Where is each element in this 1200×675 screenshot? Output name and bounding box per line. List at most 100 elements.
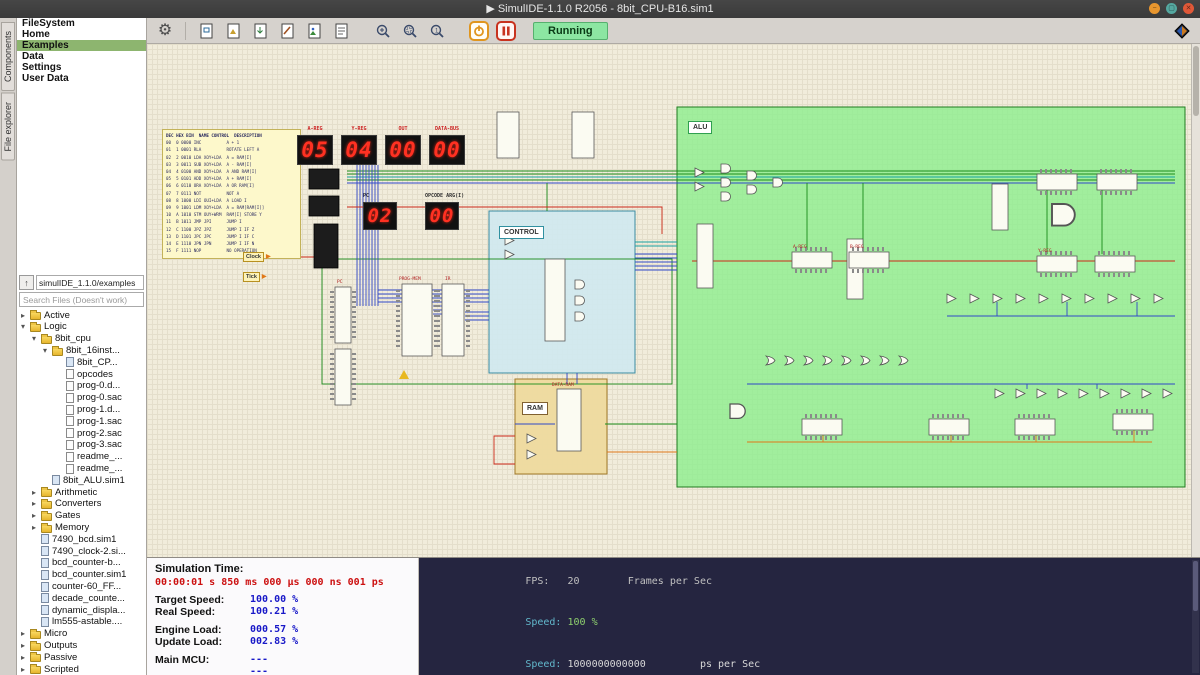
and-gate[interactable] bbox=[575, 296, 585, 305]
tree-item[interactable]: prog-1.d... bbox=[17, 404, 146, 416]
place-item[interactable]: Home bbox=[17, 29, 146, 40]
register-chip[interactable] bbox=[572, 112, 594, 158]
tree-item[interactable]: Arithmetic bbox=[17, 486, 146, 498]
seven-segment-display[interactable]: OUT 00 bbox=[385, 126, 421, 165]
expand-arrow-icon[interactable] bbox=[32, 523, 41, 532]
register-chip[interactable] bbox=[1015, 416, 1055, 438]
driver-chip[interactable] bbox=[314, 224, 338, 268]
seven-segment-display[interactable]: OPCODE ARG(I) 00 bbox=[425, 193, 459, 230]
tree-item[interactable]: counter-60_FF... bbox=[17, 581, 146, 593]
tree-item[interactable]: 8bit_CP... bbox=[17, 356, 146, 368]
export-image-button[interactable] bbox=[304, 21, 324, 41]
seven-segment-display[interactable]: PC 02 bbox=[363, 193, 397, 230]
counter-chip[interactable] bbox=[332, 349, 354, 405]
tick-control[interactable]: Tick ▶ bbox=[243, 272, 267, 282]
debug-console[interactable]: FPS: 20 Frames per Sec Speed: 100 % Spee… bbox=[419, 558, 1200, 675]
tree-item[interactable]: prog-3.sac bbox=[17, 439, 146, 451]
save-as-button[interactable] bbox=[277, 21, 297, 41]
expand-arrow-icon[interactable] bbox=[43, 346, 52, 355]
tree-item[interactable]: Micro bbox=[17, 628, 146, 640]
register-chip[interactable] bbox=[497, 112, 519, 158]
tree-item[interactable]: Scripted bbox=[17, 663, 146, 675]
power-button[interactable] bbox=[469, 21, 489, 41]
properties-diamond-icon[interactable] bbox=[1174, 23, 1190, 44]
and-gate[interactable] bbox=[730, 404, 745, 418]
driver-chip[interactable] bbox=[309, 196, 339, 216]
settings-gear-icon[interactable]: ⚙ bbox=[155, 21, 175, 41]
tree-item[interactable]: Converters bbox=[17, 498, 146, 510]
search-input[interactable] bbox=[19, 292, 144, 307]
expand-arrow-icon[interactable] bbox=[32, 488, 41, 497]
register-chip[interactable] bbox=[802, 416, 842, 438]
tree-item[interactable]: 8bit_16inst... bbox=[17, 345, 146, 357]
export-list-button[interactable] bbox=[331, 21, 351, 41]
expand-arrow-icon[interactable] bbox=[21, 311, 30, 320]
console-scrollbar[interactable] bbox=[1192, 560, 1199, 673]
clock-control[interactable]: Clock ▶ bbox=[243, 252, 271, 262]
expand-arrow-icon[interactable] bbox=[32, 334, 41, 343]
open-circuit-button[interactable] bbox=[223, 21, 243, 41]
seven-segment-display[interactable]: DATA-BUS 00 bbox=[429, 126, 465, 165]
register-chip[interactable] bbox=[929, 416, 969, 438]
expand-arrow-icon[interactable] bbox=[21, 653, 30, 662]
and-gate[interactable] bbox=[575, 280, 585, 289]
expand-arrow-icon[interactable] bbox=[21, 641, 30, 650]
scrollbar-thumb[interactable] bbox=[1193, 561, 1198, 611]
data-ram-chip[interactable] bbox=[557, 389, 581, 451]
tree-item[interactable]: prog-0.sac bbox=[17, 392, 146, 404]
canvas-vertical-scrollbar[interactable] bbox=[1191, 44, 1200, 557]
ir-chip[interactable] bbox=[442, 284, 464, 356]
tree-item[interactable]: opcodes bbox=[17, 368, 146, 380]
tree-item[interactable]: bcd_counter-b... bbox=[17, 557, 146, 569]
tree-item[interactable]: Passive bbox=[17, 651, 146, 663]
circuit-canvas[interactable]: DEC HEX BIN NAME CONTROL DESCRIPTION 00 … bbox=[147, 44, 1200, 557]
expand-arrow-icon[interactable] bbox=[32, 511, 41, 520]
tree-item[interactable]: Logic bbox=[17, 321, 146, 333]
place-item[interactable]: Data bbox=[17, 51, 146, 62]
decoder-chip[interactable] bbox=[545, 259, 565, 341]
save-circuit-button[interactable] bbox=[250, 21, 270, 41]
expand-arrow-icon[interactable] bbox=[21, 322, 30, 331]
tree-item[interactable]: Active bbox=[17, 309, 146, 321]
expand-arrow-icon[interactable] bbox=[21, 629, 30, 638]
titlebar[interactable]: ▶ SimulIDE-1.1.0 R2056 - 8bit_CPU-B16.si… bbox=[0, 0, 1200, 18]
minimize-button[interactable]: − bbox=[1149, 3, 1160, 14]
register-chip[interactable] bbox=[1095, 253, 1135, 275]
tree-item[interactable]: 8bit_ALU.sim1 bbox=[17, 474, 146, 486]
tree-item[interactable]: 8bit_cpu bbox=[17, 333, 146, 345]
tree-item[interactable]: Memory bbox=[17, 522, 146, 534]
tree-item[interactable]: readme_... bbox=[17, 463, 146, 475]
a-reg-chip[interactable] bbox=[792, 249, 832, 271]
scrollbar-thumb[interactable] bbox=[1193, 46, 1199, 116]
tree-item[interactable]: 7490_clock-2.si... bbox=[17, 545, 146, 557]
tab-components[interactable]: Components bbox=[1, 22, 15, 91]
driver-chip[interactable] bbox=[309, 169, 339, 189]
play-icon[interactable]: ▶ bbox=[262, 273, 267, 281]
mux-chip[interactable] bbox=[697, 224, 713, 288]
tab-file-explorer[interactable]: File explorer bbox=[1, 93, 15, 161]
new-circuit-button[interactable] bbox=[196, 21, 216, 41]
expand-arrow-icon[interactable] bbox=[32, 499, 41, 508]
register-chip[interactable] bbox=[1113, 411, 1153, 433]
expand-arrow-icon[interactable] bbox=[21, 665, 30, 674]
seven-segment-display[interactable]: A-REG 05 bbox=[297, 126, 333, 165]
register-chip[interactable] bbox=[1037, 171, 1077, 193]
tree-item[interactable]: bcd_counter.sim1 bbox=[17, 569, 146, 581]
zoom-icon[interactable] bbox=[373, 21, 393, 41]
tree-item[interactable]: prog-2.sac bbox=[17, 427, 146, 439]
path-display[interactable]: simulIDE_1.1.0/examples bbox=[36, 275, 144, 290]
b-reg-chip[interactable] bbox=[849, 249, 889, 271]
tree-item[interactable]: lm555-astable.... bbox=[17, 616, 146, 628]
tree-item[interactable]: dynamic_displa... bbox=[17, 604, 146, 616]
tree-item[interactable]: Gates bbox=[17, 510, 146, 522]
pause-button[interactable] bbox=[496, 21, 516, 41]
and-gate[interactable] bbox=[575, 312, 585, 321]
place-item[interactable]: Examples bbox=[17, 40, 146, 51]
tree-item[interactable]: 7490_bcd.sim1 bbox=[17, 533, 146, 545]
tree-item[interactable]: prog-1.sac bbox=[17, 415, 146, 427]
tree-item[interactable]: readme_... bbox=[17, 451, 146, 463]
mux-chip[interactable] bbox=[992, 184, 1008, 230]
register-chip[interactable] bbox=[1097, 171, 1137, 193]
tree-item[interactable]: prog-0.d... bbox=[17, 380, 146, 392]
zoom-one-icon[interactable]: 1 bbox=[427, 21, 447, 41]
